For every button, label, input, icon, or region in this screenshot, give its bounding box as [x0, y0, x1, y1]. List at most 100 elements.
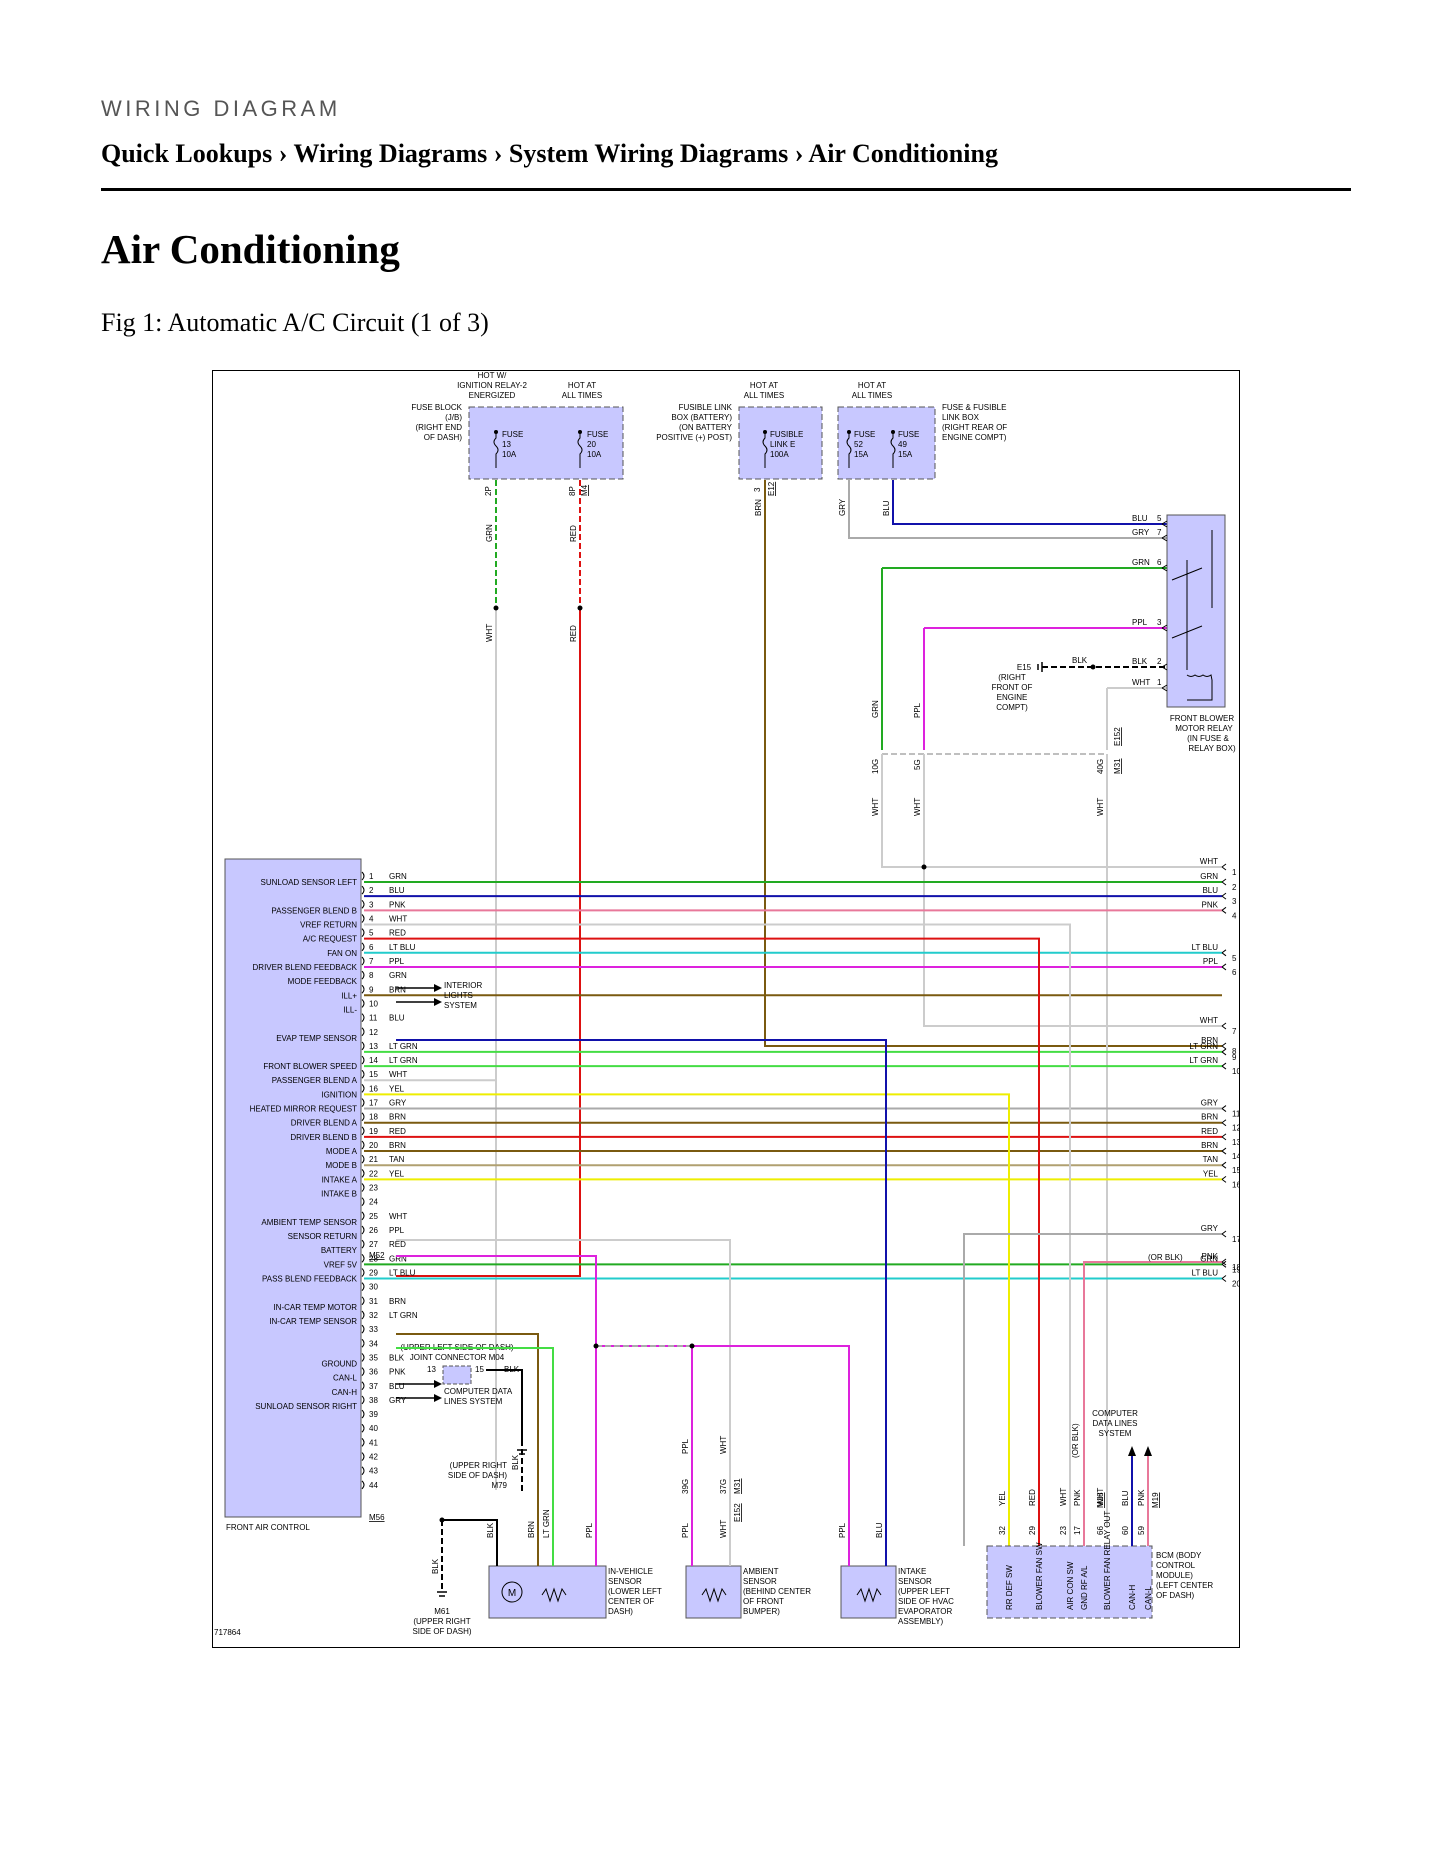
cu-pin-label: FAN ON	[327, 949, 357, 958]
connector-e12: E12	[767, 481, 776, 496]
right-pin-number: 12	[1232, 1124, 1240, 1133]
bcm-pin-label: BLOWER FAN SW	[1035, 1542, 1044, 1610]
svg-text:WHT: WHT	[719, 1436, 728, 1454]
cu-wire-color: RED	[389, 1240, 406, 1249]
fuse-symbols	[493, 432, 896, 468]
right-pin-number: 17	[1232, 1235, 1240, 1244]
cu-pin-number: 9	[369, 985, 374, 994]
svg-text:BLU: BLU	[875, 1522, 884, 1538]
right-pin-number: 9	[1232, 1053, 1237, 1062]
cu-pin-number: 30	[369, 1283, 378, 1292]
cu-pin-number: 33	[369, 1325, 378, 1334]
cu-wire-color: WHT	[389, 1212, 407, 1221]
relay-wire-color: GRN	[1132, 558, 1150, 567]
cu-wire-color: RED	[389, 1127, 406, 1136]
cu-pin-label: SENSOR RETURN	[288, 1232, 358, 1241]
right-pin-number: 14	[1232, 1152, 1240, 1161]
bcm-wire-color: WHT	[1059, 1488, 1068, 1506]
cu-pin-number: 28	[369, 1254, 378, 1263]
cu-pin-number: 5	[369, 929, 374, 938]
bcm-wire-color: WHT	[1096, 1488, 1105, 1506]
bcm-wire-color: PNK	[1137, 1489, 1146, 1506]
connector-39g: 39G	[681, 1479, 690, 1494]
bcm-pin-label: CAN-L	[1144, 1585, 1153, 1610]
bcm-pin-number: 66	[1096, 1526, 1105, 1535]
cu-pin-number: 17	[369, 1099, 378, 1108]
wire-color-grn: GRN	[871, 700, 880, 718]
right-pin-number: 3	[1232, 897, 1237, 906]
svg-text:PPL: PPL	[585, 1522, 594, 1538]
cu-pin-number: 18	[369, 1113, 378, 1122]
cu-wire-color: BRN	[389, 1141, 406, 1150]
relay-pin-number: 1	[1157, 678, 1162, 687]
svg-text:PPL: PPL	[681, 1522, 690, 1538]
or-blk-note: (OR BLK)	[1148, 1253, 1183, 1262]
breadcrumb-item-wiring-diagrams[interactable]: Wiring Diagrams	[293, 139, 488, 168]
cu-pin-label: INTAKE A	[322, 1175, 358, 1184]
header-divider	[101, 188, 1351, 191]
breadcrumb-item-system-wiring-diagrams[interactable]: System Wiring Diagrams	[508, 139, 789, 168]
connector-m31: M31	[733, 1478, 742, 1494]
connector-m56: M56	[369, 1513, 385, 1522]
cu-wire-color: GRY	[389, 1099, 407, 1108]
cu-pin-label: DRIVER BLEND A	[291, 1119, 358, 1128]
connector-5g: 5G	[913, 759, 922, 770]
cu-pin-number: 32	[369, 1311, 378, 1320]
cu-wire-color: LT GRN	[389, 1056, 418, 1065]
bcm-pin-number: 59	[1137, 1526, 1146, 1535]
bcm-pin-number: 17	[1073, 1526, 1082, 1535]
svg-text:BLK: BLK	[511, 1454, 520, 1470]
bcm-pin-number: 23	[1059, 1526, 1068, 1535]
connector-37g: 37G	[719, 1479, 728, 1494]
cu-wire-color: BLU	[389, 1014, 405, 1023]
bcm-wire-color: YEL	[998, 1490, 1007, 1506]
right-pin-number: 1	[1232, 868, 1237, 877]
cu-pin-label: CAN-H	[332, 1388, 358, 1397]
cu-pin-number: 3	[369, 900, 374, 909]
cu-pin-label: INTAKE B	[321, 1190, 357, 1199]
relay-pin-number: 2	[1157, 657, 1162, 666]
cu-pin-number: 23	[369, 1184, 378, 1193]
wire-color-wht: WHT	[913, 798, 922, 816]
cu-wire-color: WHT	[389, 914, 407, 923]
cu-pin-label: MODE FEEDBACK	[288, 977, 358, 986]
cu-pin-number: 38	[369, 1396, 378, 1405]
pin-8p: 8P	[568, 486, 577, 496]
bcm-pin-number: 32	[998, 1526, 1007, 1535]
breadcrumb-separator: ›	[272, 139, 294, 168]
cu-pin-number: 8	[369, 971, 374, 980]
cu-pin-number: 37	[369, 1382, 378, 1391]
cu-wire-color: GRN	[389, 872, 407, 881]
cu-pin-label: PASS BLEND FEEDBACK	[262, 1274, 358, 1283]
right-wire-color: BRN	[1201, 1113, 1218, 1122]
jc-pin-15: 15	[475, 1365, 484, 1374]
wire-color-wht: WHT	[1096, 798, 1105, 816]
cu-pin-number: 2	[369, 886, 374, 895]
breadcrumb-item-quick-lookups[interactable]: Quick Lookups	[101, 139, 273, 168]
relay-wire-color: BLK	[1132, 657, 1148, 666]
front-air-control-label: FRONT AIR CONTROL	[226, 1523, 310, 1532]
cu-wire-color: GRN	[389, 971, 407, 980]
breadcrumb-item-air-conditioning: Air Conditioning	[808, 139, 998, 168]
relay-wire-color: GRY	[1132, 528, 1150, 537]
wire-color-grn: GRN	[485, 524, 494, 542]
cu-pin-number: 19	[369, 1127, 378, 1136]
cu-pin-number: 25	[369, 1212, 378, 1221]
cu-pin-label: SUNLOAD SENSOR LEFT	[261, 878, 358, 887]
cu-pin-label: BATTERY	[321, 1246, 358, 1255]
wire-color-red: RED	[569, 525, 578, 542]
pin-3: 3	[753, 487, 762, 492]
right-pin-number: 4	[1232, 911, 1237, 920]
cu-pin-number: 12	[369, 1028, 378, 1037]
right-pin-number: 8	[1232, 1047, 1237, 1056]
